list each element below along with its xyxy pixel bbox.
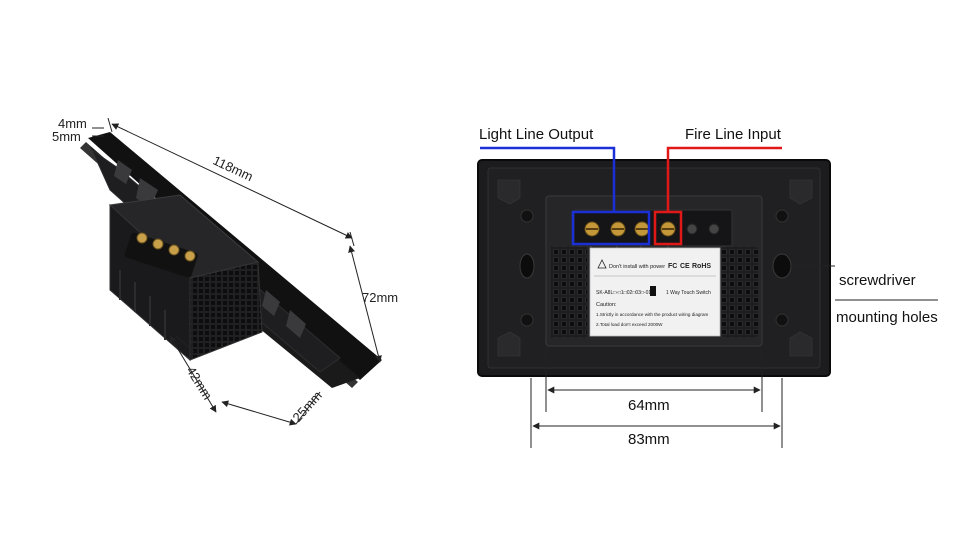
mounting-holes-label: mounting holes <box>836 309 938 326</box>
dim-118mm: 118mm <box>211 153 256 185</box>
dim-72mm: 72mm <box>362 290 398 305</box>
dim-4mm: 4mm <box>58 116 87 131</box>
dim-64mm: 64mm <box>628 397 670 414</box>
vent-left <box>551 246 587 338</box>
fc-mark: FC <box>668 263 677 270</box>
back-view-illustration: L3 L2 L1 L Don't install with power FC C… <box>477 126 938 448</box>
sticker-warning: Don't install with power <box>609 264 665 270</box>
dim-83mm: 83mm <box>628 431 670 448</box>
box-side-vents <box>189 261 263 361</box>
dim-5mm: 5mm <box>52 129 81 144</box>
side-dimension-lines <box>92 117 382 426</box>
dim-42mm: 42mm <box>183 364 215 403</box>
fire-line-input-label: Fire Line Input <box>685 126 782 143</box>
mounting-holes <box>519 209 792 327</box>
vent-right <box>722 246 758 338</box>
sticker-model: SK-A8L□-□1□02□03□-01 <box>596 290 651 296</box>
light-line-output-label: Light Line Output <box>479 126 594 143</box>
light-line-highlight <box>571 210 651 246</box>
light-line-leader <box>480 146 616 212</box>
sticker-type: 1 Way Touch Switch <box>666 290 711 296</box>
fire-line-leader <box>666 146 782 212</box>
side-view-illustration: 4mm 5mm 118mm 72mm 42mm 25mm <box>52 116 398 426</box>
frame-cutouts <box>497 179 813 357</box>
ce-mark: CE <box>680 263 690 270</box>
terminal-l3: L3 <box>584 258 594 268</box>
sticker-switch-mark <box>650 286 656 296</box>
rohs-mark: RoHS <box>692 263 711 270</box>
dim-25mm: 25mm <box>290 388 325 425</box>
sticker-caution-1: 1.Strictly in accordance with the produc… <box>596 312 709 317</box>
warning-icon <box>597 259 607 269</box>
fire-line-highlight <box>653 210 683 246</box>
sticker-caution-title: Caution: <box>596 302 617 308</box>
box-ribs <box>119 270 166 340</box>
product-label-sticker: Don't install with power FC CE RoHS SK-A… <box>589 247 721 337</box>
back-dimension-lines <box>530 350 783 448</box>
sticker-caution-2: 2.Total load don't exceed 2000W <box>596 322 663 327</box>
terminal-screws <box>584 221 720 237</box>
screwdriver-label: screwdriver <box>839 272 916 289</box>
